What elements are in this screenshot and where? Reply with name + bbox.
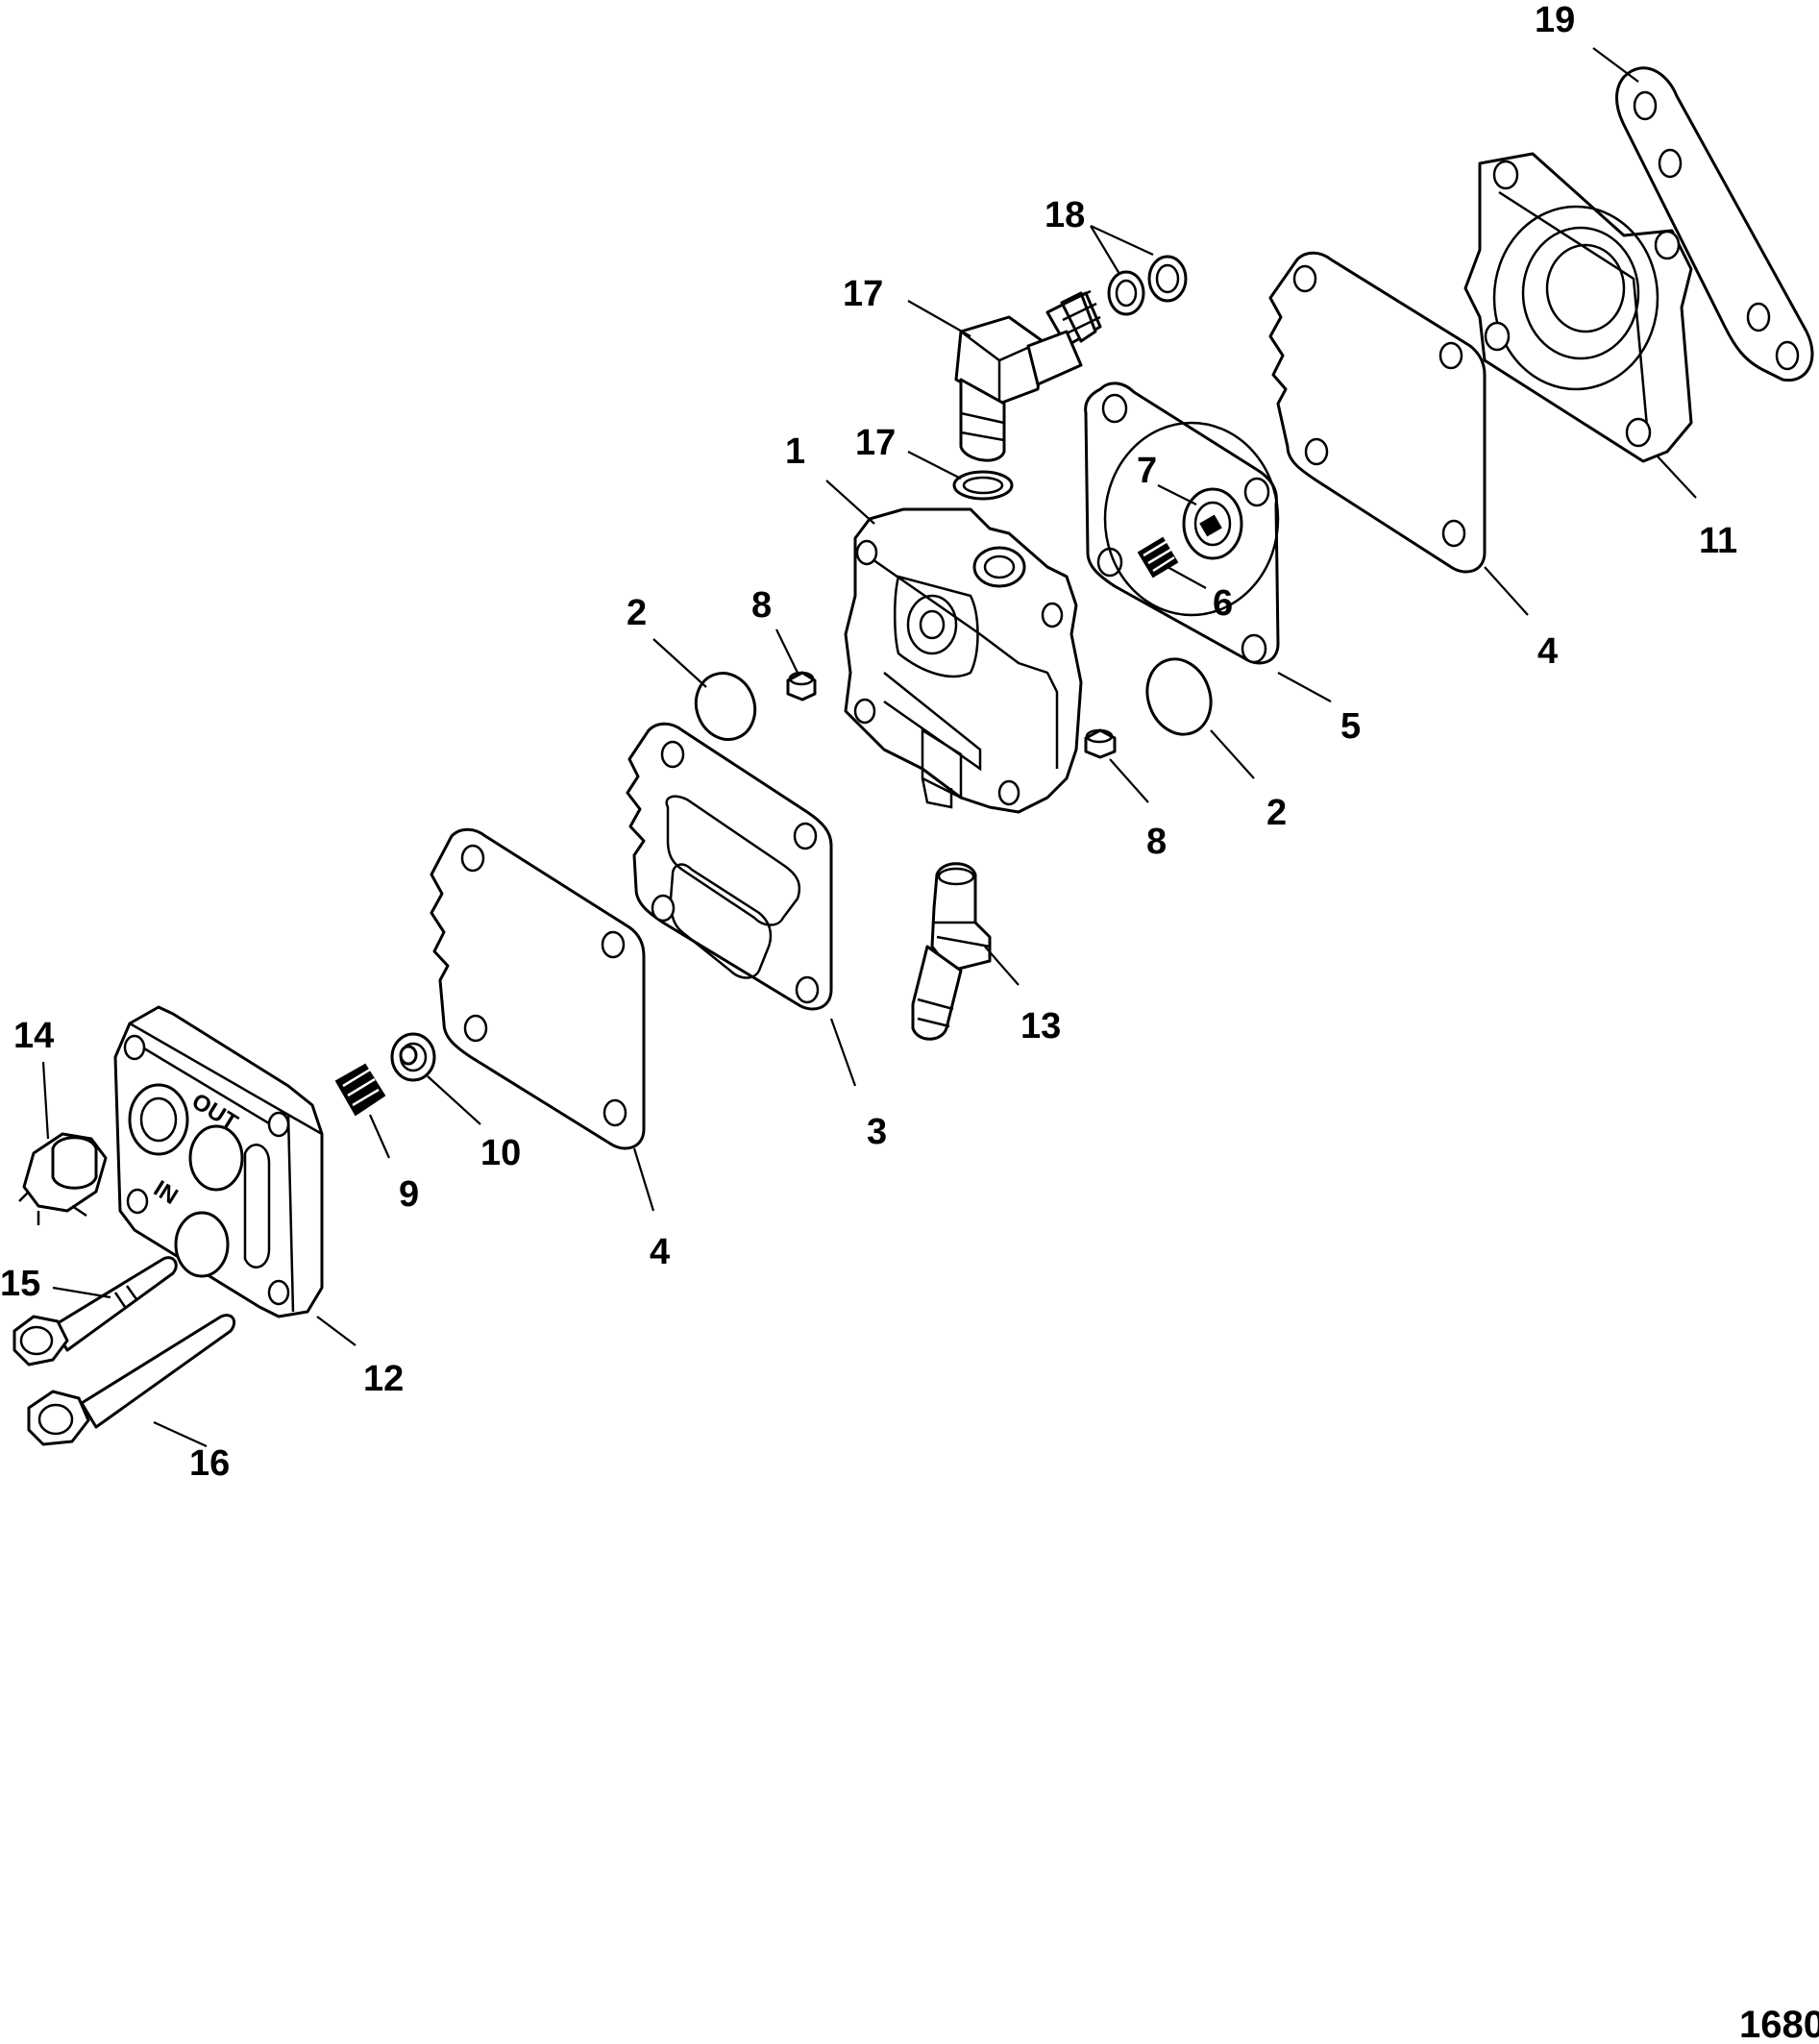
leader-12 bbox=[316, 1316, 356, 1346]
callout-labels: 19 18 17 17 1 7 6 11 4 5 2 8 2 8 13 3 10… bbox=[0, 0, 1737, 1484]
part-9-spring bbox=[334, 1063, 386, 1117]
leader-17a bbox=[907, 300, 971, 337]
leader-6 bbox=[1167, 566, 1207, 589]
leader-16 bbox=[153, 1420, 208, 1448]
part-16-bolt bbox=[27, 1314, 236, 1446]
part-18-washers bbox=[1107, 255, 1188, 316]
callout-8-right: 8 bbox=[1146, 822, 1167, 862]
leader-10 bbox=[427, 1075, 481, 1125]
part-8-screw-right bbox=[1084, 728, 1117, 759]
callout-9: 9 bbox=[399, 1174, 419, 1215]
leader-19 bbox=[1592, 47, 1639, 83]
part-19-plate bbox=[1615, 66, 1814, 382]
callout-3: 3 bbox=[867, 1112, 887, 1152]
part-4-diaphragm-lower bbox=[430, 827, 646, 1150]
callout-16: 16 bbox=[189, 1443, 230, 1484]
leader-15 bbox=[52, 1286, 111, 1299]
part-5-valve-plate bbox=[1084, 382, 1280, 665]
part-14-check-valve bbox=[18, 1132, 108, 1225]
callout-4-lower: 4 bbox=[650, 1232, 670, 1272]
leader-9 bbox=[368, 1114, 391, 1159]
part-4-diaphragm-upper bbox=[1268, 251, 1487, 574]
part-1-pump-body bbox=[844, 507, 1083, 814]
leader-lines bbox=[41, 47, 1697, 1448]
callout-6: 6 bbox=[1213, 583, 1233, 624]
callout-7: 7 bbox=[1137, 451, 1157, 491]
callout-12: 12 bbox=[363, 1359, 404, 1399]
leader-13 bbox=[984, 946, 1020, 986]
part-2-disc-right bbox=[1145, 657, 1213, 736]
part-10-valve-seat bbox=[390, 1032, 436, 1082]
callout-1: 1 bbox=[785, 431, 805, 472]
leader-1 bbox=[825, 480, 875, 525]
leader-4a bbox=[1484, 566, 1529, 616]
leader-18a bbox=[1090, 225, 1120, 275]
callout-4-upper: 4 bbox=[1537, 631, 1558, 672]
callout-2-right: 2 bbox=[1266, 793, 1287, 833]
part-3-gasket bbox=[626, 722, 833, 1011]
callout-2-left: 2 bbox=[627, 593, 647, 633]
leader-3 bbox=[829, 1018, 857, 1087]
callout-14: 14 bbox=[13, 1016, 54, 1056]
leader-11 bbox=[1657, 456, 1697, 499]
callout-13: 13 bbox=[1020, 1006, 1061, 1047]
callout-15: 15 bbox=[0, 1264, 40, 1304]
leader-18b bbox=[1090, 225, 1154, 256]
leader-2a bbox=[652, 638, 707, 688]
callout-10: 10 bbox=[480, 1133, 521, 1173]
leader-14 bbox=[41, 1061, 50, 1140]
callout-8-left: 8 bbox=[751, 585, 772, 626]
leader-8a bbox=[775, 628, 799, 674]
part-17-elbow-fitting bbox=[952, 289, 1102, 501]
figure-number: 1680 bbox=[1739, 2004, 1819, 2044]
callout-11: 11 bbox=[1699, 521, 1737, 561]
callout-17-upper: 17 bbox=[843, 274, 883, 314]
callout-17-lower: 17 bbox=[855, 423, 896, 463]
part-12-pump-cover: OUT IN bbox=[113, 1005, 324, 1318]
leader-5 bbox=[1277, 672, 1332, 702]
leader-17b bbox=[907, 451, 962, 480]
leader-7 bbox=[1157, 484, 1197, 505]
callout-18: 18 bbox=[1045, 195, 1085, 235]
part-13-hose-fitting bbox=[911, 862, 992, 1041]
callout-5: 5 bbox=[1340, 706, 1361, 747]
leader-8b bbox=[1109, 758, 1149, 803]
part-15-bolt bbox=[12, 1256, 178, 1367]
leader-4b bbox=[632, 1147, 655, 1212]
callout-19: 19 bbox=[1535, 0, 1575, 40]
part-11-cover bbox=[1463, 152, 1693, 463]
part-2-disc-left bbox=[694, 672, 757, 741]
leader-2b bbox=[1210, 729, 1255, 779]
part-8-screw-left bbox=[786, 671, 817, 702]
